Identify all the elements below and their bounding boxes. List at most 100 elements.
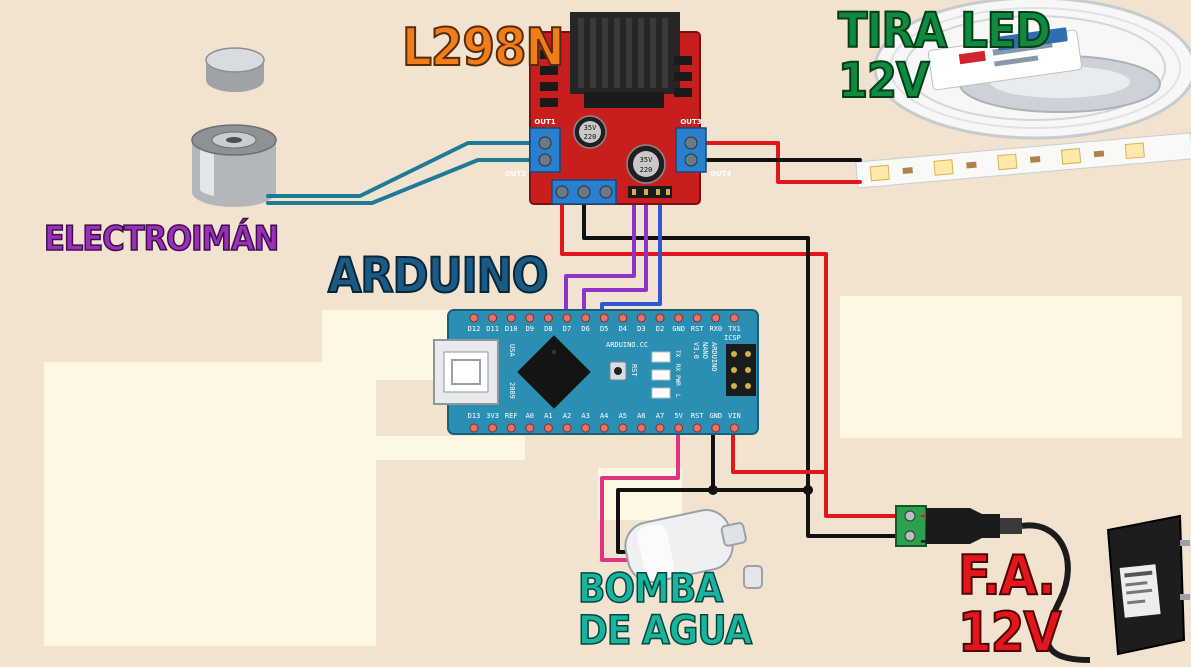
pin-top-gnd (674, 313, 684, 323)
pin-bottom-label: A6 (637, 412, 645, 420)
pin-bottom-label: RST (691, 412, 704, 420)
label-led-strip-line2: 12V (837, 53, 931, 110)
pin-bottom-a3 (581, 423, 591, 433)
pin-top-label: D5 (600, 325, 608, 333)
board-text-rx: RX (674, 364, 681, 372)
board-text-pwr: PWR (674, 375, 681, 386)
pin-top-label: D2 (656, 325, 664, 333)
led-reel (873, 0, 1191, 140)
pin-top-d8 (543, 313, 553, 323)
water-pump (624, 509, 763, 589)
power-cable (1021, 522, 1091, 663)
pin-top-label: D3 (637, 325, 645, 333)
wire-ground-pump (616, 488, 715, 554)
pin-top-label: GND (672, 325, 685, 333)
pin-top-label: D6 (581, 325, 589, 333)
pin-bottom-a7 (655, 423, 665, 433)
pin-bottom-label: A5 (619, 412, 627, 420)
terminal-out3-label: OUT3 (680, 118, 701, 126)
pin-bottom-3v3 (488, 423, 498, 433)
label-water-pump: BOMBA DE AGUA (577, 566, 753, 654)
wire-d5-in3 (600, 198, 662, 330)
background-panel-left (44, 362, 376, 646)
pin-top-d10 (506, 313, 516, 323)
pin-bottom-a1 (543, 423, 553, 433)
pin-bottom-gnd (711, 423, 721, 433)
background-panel-middle (322, 310, 452, 380)
pin-bottom-label: A2 (563, 412, 571, 420)
pin-bottom-a6 (636, 423, 646, 433)
board-text-year: 2009 (508, 382, 516, 399)
pin-bottom-vin (729, 423, 739, 433)
pin-bottom-a4 (599, 423, 609, 433)
pin-top-tx1 (729, 313, 739, 323)
pin-top-label: D9 (526, 325, 534, 333)
pin-bottom-5v (674, 423, 684, 433)
arduino-chip (517, 335, 591, 409)
pin-top-d3 (636, 313, 646, 323)
pin-top-label: RX0 (709, 325, 722, 333)
pin-top-d9 (525, 313, 535, 323)
capacitor-value-label: 220 (640, 166, 653, 174)
board-text-rst: RST (630, 364, 638, 377)
icsp-header (726, 344, 756, 396)
board-text-usa: USA (508, 344, 516, 357)
pin-bottom-rst (692, 423, 702, 433)
pin-top-d11 (488, 313, 498, 323)
terminal-out1-label: OUT1 (534, 118, 555, 126)
capacitor-left: 35V 220 (573, 115, 607, 149)
pin-top-label: D7 (563, 325, 571, 333)
pin-bottom-a0 (525, 423, 535, 433)
l298n-board: 35V 220 35V 220 OUT1 OUT2 OUT3 (505, 12, 731, 205)
label-water-pump-line1: BOMBA (577, 566, 724, 612)
terminal-out2-label: OUT2 (505, 170, 526, 178)
pin-bottom-label: A3 (581, 412, 589, 420)
usb-connector (433, 339, 499, 405)
pin-top-d4 (618, 313, 628, 323)
pin-top-label: RST (691, 325, 704, 333)
label-power-supply-line2: 12V (957, 600, 1062, 664)
pin-bottom-label: A4 (600, 412, 608, 420)
polarity-negative: - (920, 531, 927, 550)
board-text-nano: NANO (701, 342, 709, 359)
terminal-out1-out2: OUT1 OUT2 (505, 118, 561, 178)
pin-top-label: D8 (544, 325, 552, 333)
junction-ground-2 (803, 485, 813, 495)
pin-bottom-label: A0 (526, 412, 534, 420)
terminal-out4-label: OUT4 (710, 170, 731, 178)
dc-jack-adapter: + - (895, 505, 1022, 550)
terminal-out3-out4: OUT3 OUT4 (675, 118, 731, 178)
wire-5v-pump (600, 424, 680, 562)
capacitor-voltage-label: 35V (640, 156, 653, 164)
pin-bottom-label: VIN (728, 412, 741, 420)
board-text-l: L (674, 394, 681, 398)
led-strip-tape (855, 132, 1191, 189)
pin-top-d7 (562, 313, 572, 323)
capacitor-voltage-label: 35V (584, 124, 597, 132)
wire-d6-in2 (582, 198, 648, 330)
pin-bottom-ref (506, 423, 516, 433)
label-water-pump-line2: DE AGUA (577, 608, 753, 654)
board-text-version: V3.0 (692, 342, 700, 359)
pin-bottom-a2 (562, 423, 572, 433)
pin-bottom-label: 5V (674, 412, 683, 420)
pin-bottom-label: REF (505, 412, 518, 420)
label-power-supply-line1: F.A. (957, 544, 1057, 607)
wire-led-positive (692, 141, 862, 184)
label-led-strip-line1: TIRA LED (837, 3, 1052, 59)
board-text-arduino: ARDUINO (710, 342, 718, 372)
pin-bottom-a5 (618, 423, 628, 433)
pin-bottom-label: D13 (468, 412, 481, 420)
pin-bottom-d13 (469, 423, 479, 433)
magnet-disc-top (205, 47, 265, 73)
label-electromagnet: ELECTROIMÁN (43, 219, 280, 259)
background-panel-right (840, 296, 1182, 438)
pin-top-label: D12 (468, 325, 481, 333)
wire-ground-arduino (711, 424, 810, 492)
board-text-tx: TX (674, 350, 681, 358)
